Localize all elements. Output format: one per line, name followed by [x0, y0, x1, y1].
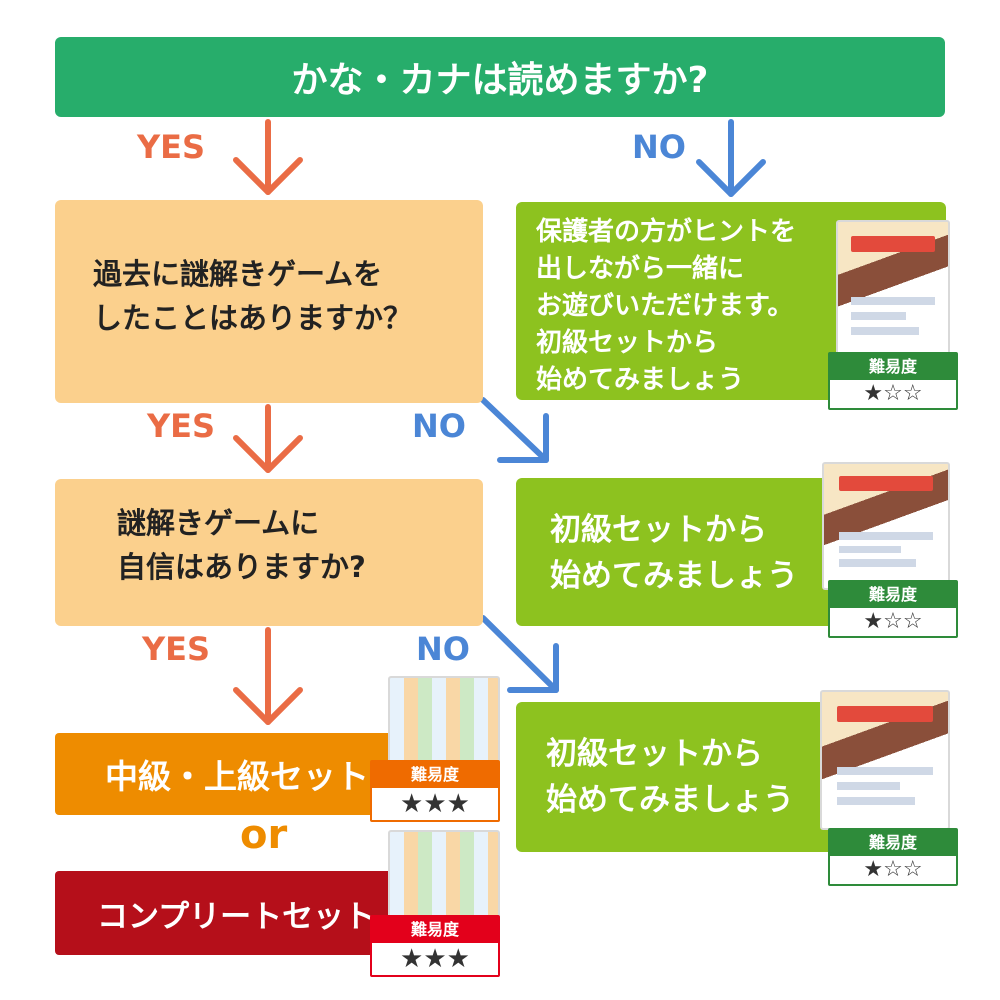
- yes-arrow-3-head: [233, 687, 303, 725]
- beginner-set-image: [820, 690, 950, 830]
- difficulty-label: 難易度: [372, 762, 498, 788]
- yes-label-3: YES: [142, 630, 211, 668]
- difficulty-badge-2: 難易度 ★☆☆: [828, 580, 958, 638]
- difficulty-stars: ★☆☆: [863, 381, 923, 406]
- difficulty-badge-3: 難易度 ★☆☆: [828, 828, 958, 886]
- result-no-confidence-line-2: 始めてみましょう: [546, 782, 794, 818]
- no-arrow-2: [480, 397, 549, 463]
- or-label: or: [240, 812, 288, 858]
- difficulty-label: 難易度: [830, 830, 956, 856]
- no-arrow-3-head: [507, 643, 559, 693]
- question-experience-line-2: したことはありますか？: [93, 301, 413, 335]
- result-no-experience-line-1: 初級セットから: [550, 512, 767, 548]
- beginner-set-image: [836, 220, 950, 360]
- difficulty-label: 難易度: [830, 354, 956, 380]
- difficulty-stars: ★☆☆: [863, 609, 923, 634]
- complete-set-image: [388, 830, 500, 920]
- intermediate-set-image: [388, 676, 500, 766]
- yes-arrow-2-head: [233, 435, 303, 473]
- yes-label-2: YES: [147, 407, 216, 445]
- question-confidence: 謎解きゲームに 自信はありますか?: [55, 479, 483, 626]
- difficulty-stars: ★★★: [400, 789, 470, 819]
- no-arrow-3: [480, 615, 559, 693]
- no-label-2: NO: [412, 407, 466, 445]
- difficulty-label: 難易度: [372, 917, 498, 943]
- difficulty-stars: ★☆☆: [863, 857, 923, 882]
- result-no-kana-line-2: 出しながら一緒に: [536, 254, 745, 284]
- no-arrow-2-head: [497, 413, 549, 463]
- beginner-set-image: [822, 462, 950, 590]
- result-no-kana-line-4: 初級セットから: [536, 328, 719, 358]
- difficulty-stars: ★★★: [400, 944, 470, 974]
- difficulty-badge-1: 難易度 ★☆☆: [828, 352, 958, 410]
- no-label-1: NO: [632, 128, 686, 166]
- no-label-3: NO: [416, 630, 470, 668]
- question-confidence-line-1: 謎解きゲームに: [117, 506, 320, 540]
- no-arrow-1-head: [696, 159, 766, 197]
- result-no-kana-line-5: 始めてみましょう: [536, 365, 745, 395]
- difficulty-label: 難易度: [830, 582, 956, 608]
- question-experience: 過去に謎解きゲームを したことはありますか？: [55, 200, 483, 403]
- top-question: かな・カナは読めますか?: [55, 37, 945, 117]
- yes-arrow-1-head: [233, 157, 303, 195]
- difficulty-badge-complete: 難易度 ★★★: [370, 915, 500, 977]
- question-confidence-line-2: 自信はありますか?: [117, 550, 366, 584]
- question-experience-line-1: 過去に謎解きゲームを: [93, 257, 383, 291]
- result-no-kana-line-1: 保護者の方がヒントを: [536, 217, 797, 247]
- result-no-kana-line-3: お遊びいただけます。: [536, 291, 794, 321]
- result-no-experience-line-2: 始めてみましょう: [550, 558, 798, 594]
- yes-label-1: YES: [137, 128, 206, 166]
- result-no-confidence-line-1: 初級セットから: [546, 736, 763, 772]
- difficulty-badge-intermediate: 難易度 ★★★: [370, 760, 500, 822]
